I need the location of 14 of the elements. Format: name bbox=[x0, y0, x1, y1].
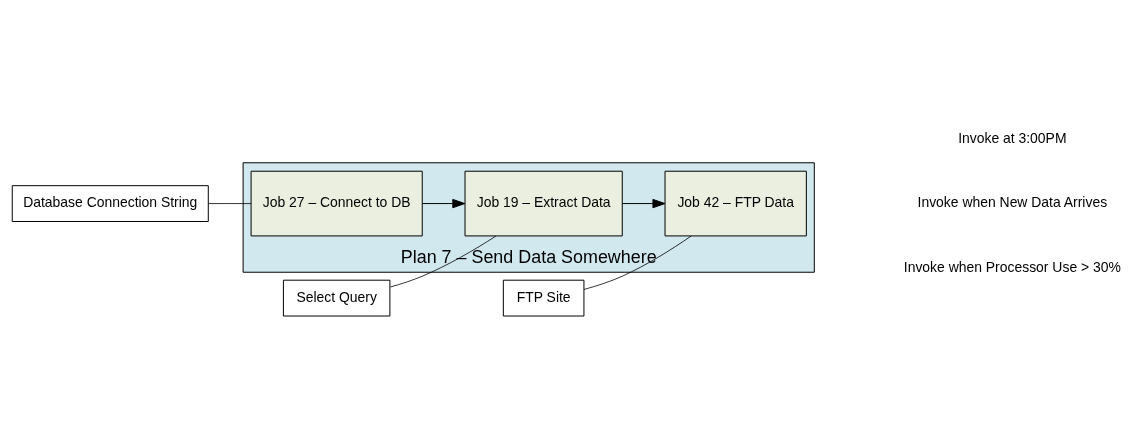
arrow bbox=[422, 198, 466, 208]
connector bbox=[389, 235, 497, 287]
connector bbox=[208, 202, 252, 204]
node-box: Database Connection String bbox=[11, 184, 209, 222]
node-box: Job 42 – FTP Data bbox=[664, 170, 807, 236]
connector bbox=[583, 235, 692, 290]
node-box: Select Query bbox=[282, 279, 391, 316]
label: Invoke when Processor Use > 30% bbox=[903, 258, 1121, 275]
node-box: Job 27 – Connect to DB bbox=[250, 170, 423, 236]
node-box: FTP Site bbox=[502, 279, 585, 316]
label: Invoke at 3:00PM bbox=[958, 129, 1067, 146]
label: Invoke when New Data Arrives bbox=[917, 193, 1108, 210]
node-box: Job 19 – Extract Data bbox=[464, 170, 623, 236]
arrow bbox=[622, 198, 666, 208]
